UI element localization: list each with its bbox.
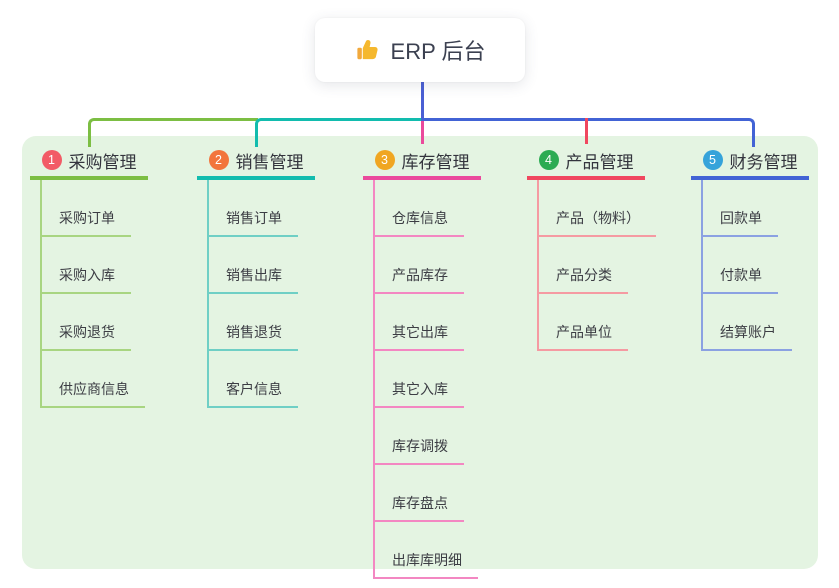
branch-number-badge: 5 [702,150,723,170]
child-node[interactable]: 仓库信息 [375,180,464,237]
child-node[interactable]: 回款单 [703,180,778,237]
branch-title-4[interactable]: 4 产品管理 [527,144,645,180]
child-node[interactable]: 库存调拨 [375,408,464,465]
child-node[interactable]: 销售订单 [209,180,298,237]
child-node-label: 回款单 [720,210,762,226]
child-node-label: 销售出库 [226,267,282,283]
child-node[interactable]: 采购退货 [42,294,131,351]
branch-children: 仓库信息 产品库存 其它出库 其它入库 库存调拨 库存盘点 出库库明细 [373,180,478,579]
child-node[interactable]: 销售出库 [209,237,298,294]
connector-branch-5 [420,118,755,147]
child-node-label: 库存调拨 [392,438,448,454]
branch-title-5[interactable]: 5 财务管理 [691,144,809,180]
child-node-label: 采购退货 [59,324,115,340]
child-node-label: 采购入库 [59,267,115,283]
branch-title-label: 产品管理 [565,152,634,172]
connector-branch-1 [87,118,258,147]
child-node-label: 产品分类 [556,267,612,283]
child-node[interactable]: 付款单 [703,237,778,294]
child-node[interactable]: 销售退货 [209,294,298,351]
child-node-label: 结算账户 [720,324,776,340]
branch-number-badge: 2 [208,150,229,170]
child-node[interactable]: 库存盘点 [375,465,464,522]
child-node[interactable]: 其它出库 [375,294,464,351]
branch-title-3[interactable]: 3 库存管理 [363,144,481,180]
child-node-label: 客户信息 [226,381,282,397]
branch-number-badge: 3 [374,150,395,170]
child-node-label: 产品单位 [556,324,612,340]
child-node-label: 其它入库 [392,381,448,397]
child-node[interactable]: 产品分类 [539,237,628,294]
child-node[interactable]: 产品库存 [375,237,464,294]
branch-title-label: 财务管理 [729,152,798,172]
child-node[interactable]: 其它入库 [375,351,464,408]
root-node-erp[interactable]: ERP 后台 [315,18,525,82]
child-node[interactable]: 产品（物料） [539,180,656,237]
child-node[interactable]: 客户信息 [209,351,298,408]
thumbs-up-icon [356,40,378,60]
branch-title-1[interactable]: 1 采购管理 [30,144,148,180]
child-node-label: 产品库存 [392,267,448,283]
child-node-label: 其它出库 [392,324,448,340]
child-node-label: 出库库明细 [392,552,462,568]
child-node[interactable]: 供应商信息 [42,351,145,408]
branch-title-2[interactable]: 2 销售管理 [197,144,315,180]
child-node[interactable]: 结算账户 [703,294,792,351]
branch-number-badge: 1 [41,150,62,170]
child-node-label: 采购订单 [59,210,115,226]
child-node[interactable]: 采购订单 [42,180,131,237]
child-node-label: 销售订单 [226,210,282,226]
connector-branch-4 [584,118,588,144]
child-node-label: 供应商信息 [59,381,129,397]
child-node-label: 仓库信息 [392,210,448,226]
child-node[interactable]: 产品单位 [539,294,628,351]
child-node-label: 产品（物料） [556,210,640,226]
child-node-label: 付款单 [720,267,762,283]
connector-trunk [420,82,424,121]
root-label: ERP 后台 [390,39,486,64]
branch-title-label: 采购管理 [68,152,137,172]
connector-branch-2 [254,118,424,147]
branch-children: 回款单 付款单 结算账户 [701,180,792,351]
child-node[interactable]: 采购入库 [42,237,131,294]
branch-title-label: 销售管理 [235,152,304,172]
branch-children: 销售订单 销售出库 销售退货 客户信息 [207,180,298,408]
child-node-label: 销售退货 [226,324,282,340]
branch-children: 产品（物料） 产品分类 产品单位 [537,180,656,351]
mindmap-panel [22,136,818,569]
branch-number-badge: 4 [538,150,559,170]
child-node[interactable]: 出库库明细 [375,522,478,579]
child-node-label: 库存盘点 [392,495,448,511]
branch-children: 采购订单 采购入库 采购退货 供应商信息 [40,180,145,408]
connector-branch-3 [420,121,424,144]
branch-title-label: 库存管理 [401,152,470,172]
